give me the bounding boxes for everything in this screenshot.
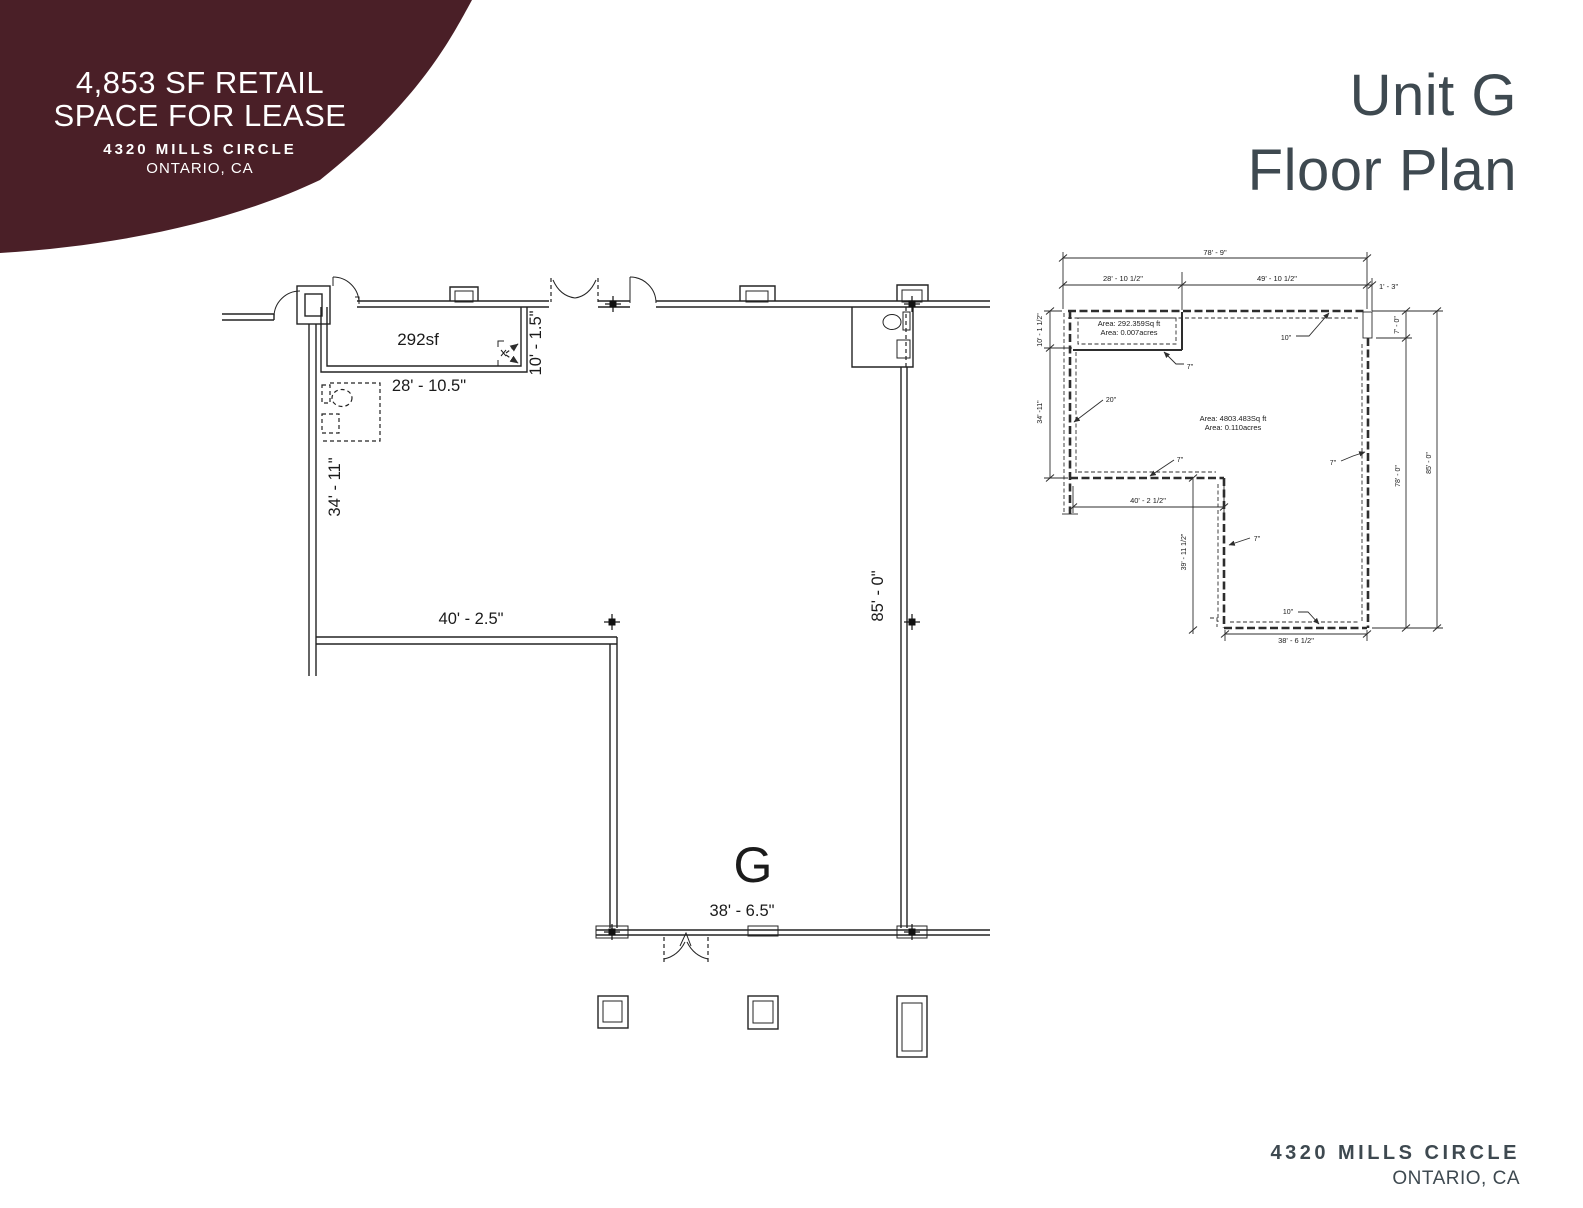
dim-mid-wall: 40' - 2.5": [439, 610, 504, 628]
exterior-columns: [597, 995, 928, 1058]
restroom: [851, 307, 914, 368]
electrical-symbol: [497, 340, 504, 347]
inset-leaders: [1073, 312, 1366, 625]
dim-room-width: 28' - 10.5": [392, 377, 466, 395]
inset-dim-width-right: 49' - 10 1/2": [1257, 274, 1297, 283]
dim-front: 38' - 6.5": [710, 902, 775, 920]
inset-dim-notch-height: 7' - 0": [1394, 316, 1401, 334]
inset-wall-7-right: 7": [1330, 460, 1337, 467]
corner-column: [296, 285, 331, 325]
inset-room-292: [1073, 312, 1183, 351]
storefront-pilaster: [739, 285, 776, 301]
inset-dim-inner-width: 40' - 2 1/2": [1130, 496, 1166, 505]
door-swing-arc: [273, 290, 301, 318]
dim-left-wall: 34' - 11": [326, 457, 344, 516]
inset-dim-bottom-width: 38' - 6 1/2": [1278, 636, 1314, 645]
front-wall: [595, 925, 990, 962]
storefront-pilaster: [896, 284, 929, 301]
inset-wall-7-inner: 7": [1254, 536, 1261, 543]
inset-room-area-line1: Area: 292.359Sq ft: [1098, 319, 1161, 328]
inset-main-area-line2: Area: 0.110acres: [1205, 423, 1262, 432]
entry-door-leaf: [663, 941, 686, 960]
banner-city: ONTARIO, CA: [146, 160, 254, 177]
room-area-label: 292sf: [397, 330, 439, 349]
storefront-wall: [222, 276, 990, 325]
interior-vertical-wall: [609, 644, 618, 928]
banner-headline-line2: SPACE FOR LEASE: [53, 98, 347, 133]
inset-dim-right-85: 85' - 0": [1426, 452, 1433, 474]
inset-wall-10-top: 10": [1281, 335, 1292, 342]
double-door-leaf: [574, 279, 597, 299]
inset-wall-10-bottom: 10": [1283, 609, 1294, 616]
door-swing-arc: [332, 276, 360, 304]
footer: 4320 MILLS CIRCLE ONTARIO, CA: [1270, 1142, 1520, 1190]
dim-room-height: 10' - 1.5": [527, 310, 545, 375]
banner: 4,853 SF RETAIL SPACE FOR LEASE 4320 MIL…: [52, 66, 348, 177]
room-292sf: [320, 307, 528, 373]
unit-letter: G: [734, 837, 773, 893]
banner-shape: [0, 0, 472, 253]
right-wall: [900, 367, 908, 928]
inset-dim-overall-width: 78' - 9": [1203, 248, 1227, 257]
inset-dimension-lines: [1044, 252, 1443, 641]
sink-symbol: [896, 339, 911, 359]
inset-wall-7-mid: 7": [1177, 457, 1184, 464]
inset-notch: [1362, 311, 1373, 339]
footer-address: 4320 MILLS CIRCLE: [1270, 1142, 1520, 1164]
banner-headline-line1: 4,853 SF RETAIL: [75, 65, 325, 100]
toilet-symbol: [882, 314, 902, 330]
banner-address: 4320 MILLS CIRCLE: [103, 141, 297, 158]
inset-dim-width-left: 28' - 10 1/2": [1103, 274, 1143, 283]
inset-dim-right-78: 78' - 0": [1395, 465, 1402, 487]
storefront-pilaster: [449, 286, 479, 301]
main-floor-plan: 292sf 28' - 10.5" 10' - 1.5" 34' - 11" 4…: [222, 276, 990, 1058]
page-title-line2: Floor Plan: [1247, 138, 1517, 203]
entry-door-leaf: [686, 941, 709, 960]
footer-city: ONTARIO, CA: [1392, 1168, 1520, 1189]
inset-room-area-line2: Area: 0.007acres: [1100, 328, 1157, 337]
double-door-leaf: [552, 279, 576, 299]
left-wall: [308, 324, 317, 676]
toilet-symbol: [331, 388, 353, 408]
threshold: [747, 925, 779, 937]
inset-main-area-line1: Area: 4803.483Sq ft: [1200, 414, 1268, 423]
inset-dim-left: 34' -11": [1037, 400, 1044, 424]
sink-symbol: [321, 413, 340, 434]
page-title-line1: Unit G: [1349, 63, 1517, 128]
inset-wall-20-left: 20": [1106, 397, 1117, 404]
page-title: Unit G Floor Plan: [1248, 58, 1517, 208]
inset-cad-plan: 78' - 9" 28' - 10 1/2" 49' - 10 1/2" 1' …: [1037, 248, 1443, 645]
inset-wall-7-room: 7": [1187, 364, 1194, 371]
banner-curve: [0, 0, 472, 253]
dim-right-wall: 85' - 0": [869, 570, 887, 621]
inset-walls: [1062, 309, 1373, 630]
inset-dim-notch-width: 1' - 3": [1379, 282, 1398, 291]
fixture-block: [321, 382, 381, 442]
mid-wall: [316, 636, 618, 645]
inset-dim-inner-height: 39' - 11 1/2": [1181, 533, 1188, 570]
inset-dim-left-top: 10' - 1 1/2": [1037, 313, 1044, 347]
door-swing-arc: [629, 276, 657, 304]
